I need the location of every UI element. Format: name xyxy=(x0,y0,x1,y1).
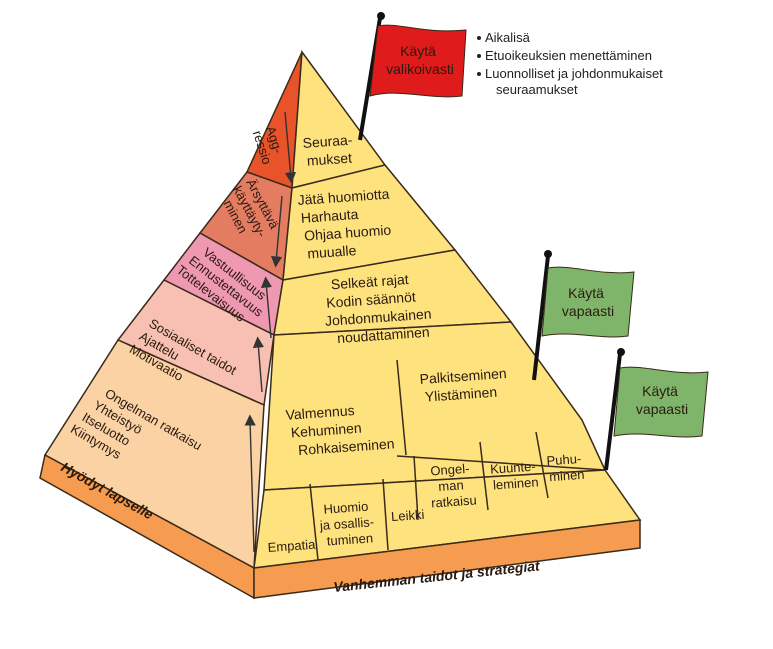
bullet-list: Aikalisä Etuoikeuksien menettäminen Luon… xyxy=(477,30,666,97)
right-level4-small-2: Kuunte- leminen xyxy=(490,458,541,492)
arrow-1 xyxy=(284,111,297,184)
green-flag-2-label: Käytä vapaasti xyxy=(636,383,688,417)
right-level1-text: Seuraa- mukset xyxy=(302,131,358,169)
divider-l5-b xyxy=(382,478,389,551)
divider-l5-a xyxy=(309,483,319,561)
green-flag-2: Käytä vapaasti xyxy=(604,348,709,471)
right-level5-leikki: Leikki xyxy=(391,507,425,524)
divider-l4-mid xyxy=(396,359,407,456)
arrow-3 xyxy=(260,276,273,339)
right-level4-right-text: Palkitseminen Ylistäminen xyxy=(419,365,512,405)
right-level5-empatia: Empatia xyxy=(267,537,316,555)
red-flag-label: Käytä valikoivasti xyxy=(386,43,454,77)
bullet-3: Luonnolliset ja johdonmukaiset seuraamuk… xyxy=(485,66,666,97)
bullet-2: Etuoikeuksien menettäminen xyxy=(485,48,652,63)
right-level2-text: Jätä huomiotta Harhauta Ohjaa huomio muu… xyxy=(297,185,397,262)
right-level4-small-1: Ongel- man ratkaisu xyxy=(428,460,477,510)
green-flag-1-label: Käytä vapaasti xyxy=(562,285,614,319)
right-band-4 xyxy=(263,321,607,491)
green-flag-1: Käytä vapaasti xyxy=(532,250,635,381)
arrow-4 xyxy=(252,336,265,393)
bullet-1: Aikalisä xyxy=(485,30,531,45)
divider-l4-b xyxy=(479,441,489,511)
right-band-base xyxy=(253,519,641,599)
red-flag: Käytä valikoivasti xyxy=(358,12,467,141)
right-level4-small-3: Puhu- minen xyxy=(546,451,586,485)
right-level3-text: Selkeät rajat Kodin säännöt Johdonmukain… xyxy=(322,269,437,347)
right-level5-huomio: Huomio ja osallis- tuminen xyxy=(317,498,379,549)
divider-l4-c xyxy=(535,431,549,499)
divider-l4-a xyxy=(413,455,419,521)
divider-l4-horiz xyxy=(396,455,606,471)
right-level4-left-text: Valmennus Kehuminen Rohkaiseminen xyxy=(285,399,395,458)
arrow-5 xyxy=(244,414,256,553)
arrow-2 xyxy=(270,195,283,268)
